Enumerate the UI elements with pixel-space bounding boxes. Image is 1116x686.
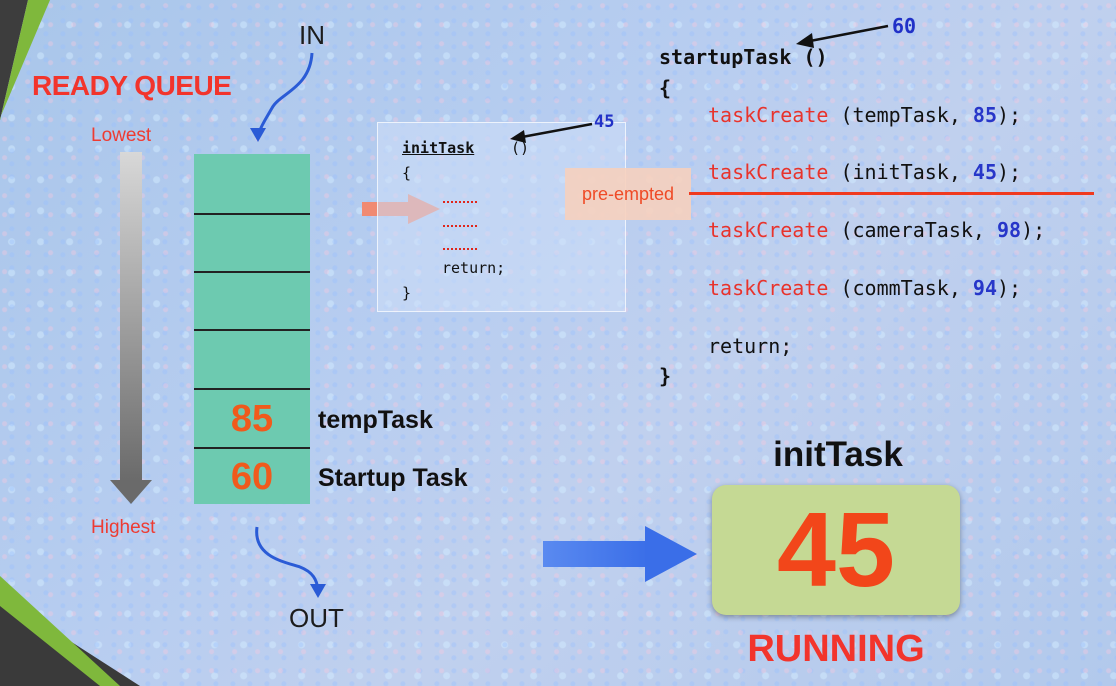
call-tail: ); (997, 276, 1022, 300)
highest-priority-label: Highest (91, 517, 156, 538)
out-arrow (255, 526, 326, 598)
out-label: OUT (289, 603, 344, 633)
function-name: taskCreate (708, 276, 829, 300)
preempted-line (689, 192, 1094, 195)
queue-slot (194, 273, 310, 331)
preempted-label: pre-empted (565, 168, 691, 220)
close-brace: } (402, 284, 412, 302)
function-name: taskCreate (708, 160, 829, 184)
code-placeholder-line (443, 201, 477, 203)
running-task-name: initTask (773, 435, 903, 474)
in-label: IN (299, 20, 325, 50)
running-state-label: RUNNING (747, 628, 925, 670)
open-brace: { (659, 76, 672, 100)
init-task-priority-marker: 45 (594, 112, 615, 132)
return-statement: return; (708, 334, 793, 358)
init-task-parens: () (511, 139, 530, 157)
priority-value: 85 (972, 103, 998, 127)
call-args: (cameraTask, (840, 218, 998, 242)
code-placeholder-line (443, 248, 477, 250)
queue-entry-name: tempTask (318, 406, 433, 434)
in-arrow (250, 52, 314, 142)
queue-entry-priority: 60 (230, 456, 274, 498)
queue-slot (194, 331, 310, 390)
return-statement: return; (442, 259, 506, 277)
queue-slot (194, 154, 310, 215)
code-placeholder-line (443, 225, 477, 227)
priority-value: 94 (972, 276, 998, 300)
startup-task-priority-pointer (796, 24, 889, 48)
task-create-line: taskCreate (commTask, 94); (708, 276, 1021, 300)
init-task-priority-pointer (510, 122, 593, 143)
lowest-priority-label: Lowest (91, 125, 152, 146)
ready-queue-title: READY QUEUE (32, 70, 232, 101)
open-brace: { (402, 164, 412, 182)
corner-stripe-top-left (0, 0, 50, 120)
task-create-line: taskCreate (initTask, 45); (708, 160, 1021, 184)
call-args: (tempTask, (840, 103, 973, 127)
to-running-arrow (543, 526, 697, 582)
call-tail: ); (997, 160, 1022, 184)
ready-queue-stack: 85 60 (194, 154, 310, 504)
queue-slot (194, 390, 310, 449)
call-tail: ); (997, 103, 1022, 127)
startup-task-priority-marker: 60 (892, 14, 917, 38)
call-args: (commTask, (840, 276, 973, 300)
priority-value: 98 (997, 218, 1022, 242)
init-task-function-name: initTask (402, 139, 475, 157)
function-name: taskCreate (708, 218, 829, 242)
call-tail: ); (1021, 218, 1046, 242)
priority-gradient-arrow (110, 152, 152, 504)
corner-stripe-bottom-left (0, 576, 140, 686)
task-create-line: taskCreate (tempTask, 85); (708, 103, 1021, 127)
queue-slot (194, 215, 310, 273)
task-create-line: taskCreate (cameraTask, 98); (708, 218, 1045, 242)
queue-entry-name: Startup Task (318, 464, 468, 492)
priority-value: 45 (972, 160, 998, 184)
function-name: taskCreate (708, 103, 829, 127)
queue-entry-priority: 85 (230, 398, 274, 440)
close-brace: } (659, 364, 672, 388)
running-task-priority: 45 (712, 485, 960, 615)
call-args: (initTask, (840, 160, 973, 184)
startup-task-header: startupTask () (659, 45, 828, 69)
